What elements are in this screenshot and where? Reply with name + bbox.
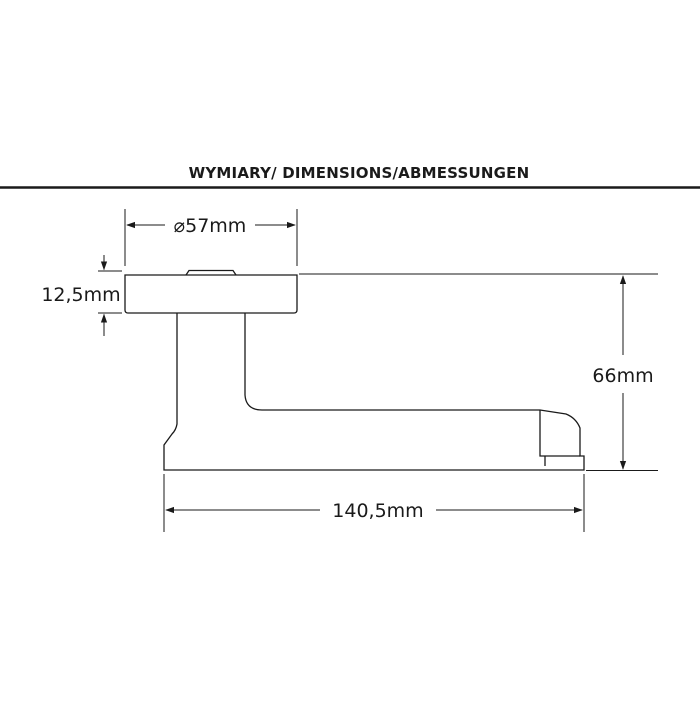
rose-thickness-label: 12,5mm (41, 284, 120, 306)
dimension-rose-thickness (98, 255, 122, 336)
rose-plate (124, 274, 298, 314)
dimension-length (163, 474, 585, 532)
dimension-rose-diameter (124, 209, 298, 266)
handle-body (163, 313, 585, 471)
lever-tip (539, 410, 580, 457)
height-label: 66mm (592, 365, 653, 387)
rose-notch (185, 269, 237, 276)
dimension-height (299, 273, 658, 471)
length-label: 140,5mm (332, 500, 423, 522)
door-handle-outline (124, 269, 585, 471)
rose-diameter-label: ⌀57mm (174, 215, 247, 237)
drawing-title: WYMIARY/ DIMENSIONS/ABMESSUNGEN (189, 164, 530, 182)
